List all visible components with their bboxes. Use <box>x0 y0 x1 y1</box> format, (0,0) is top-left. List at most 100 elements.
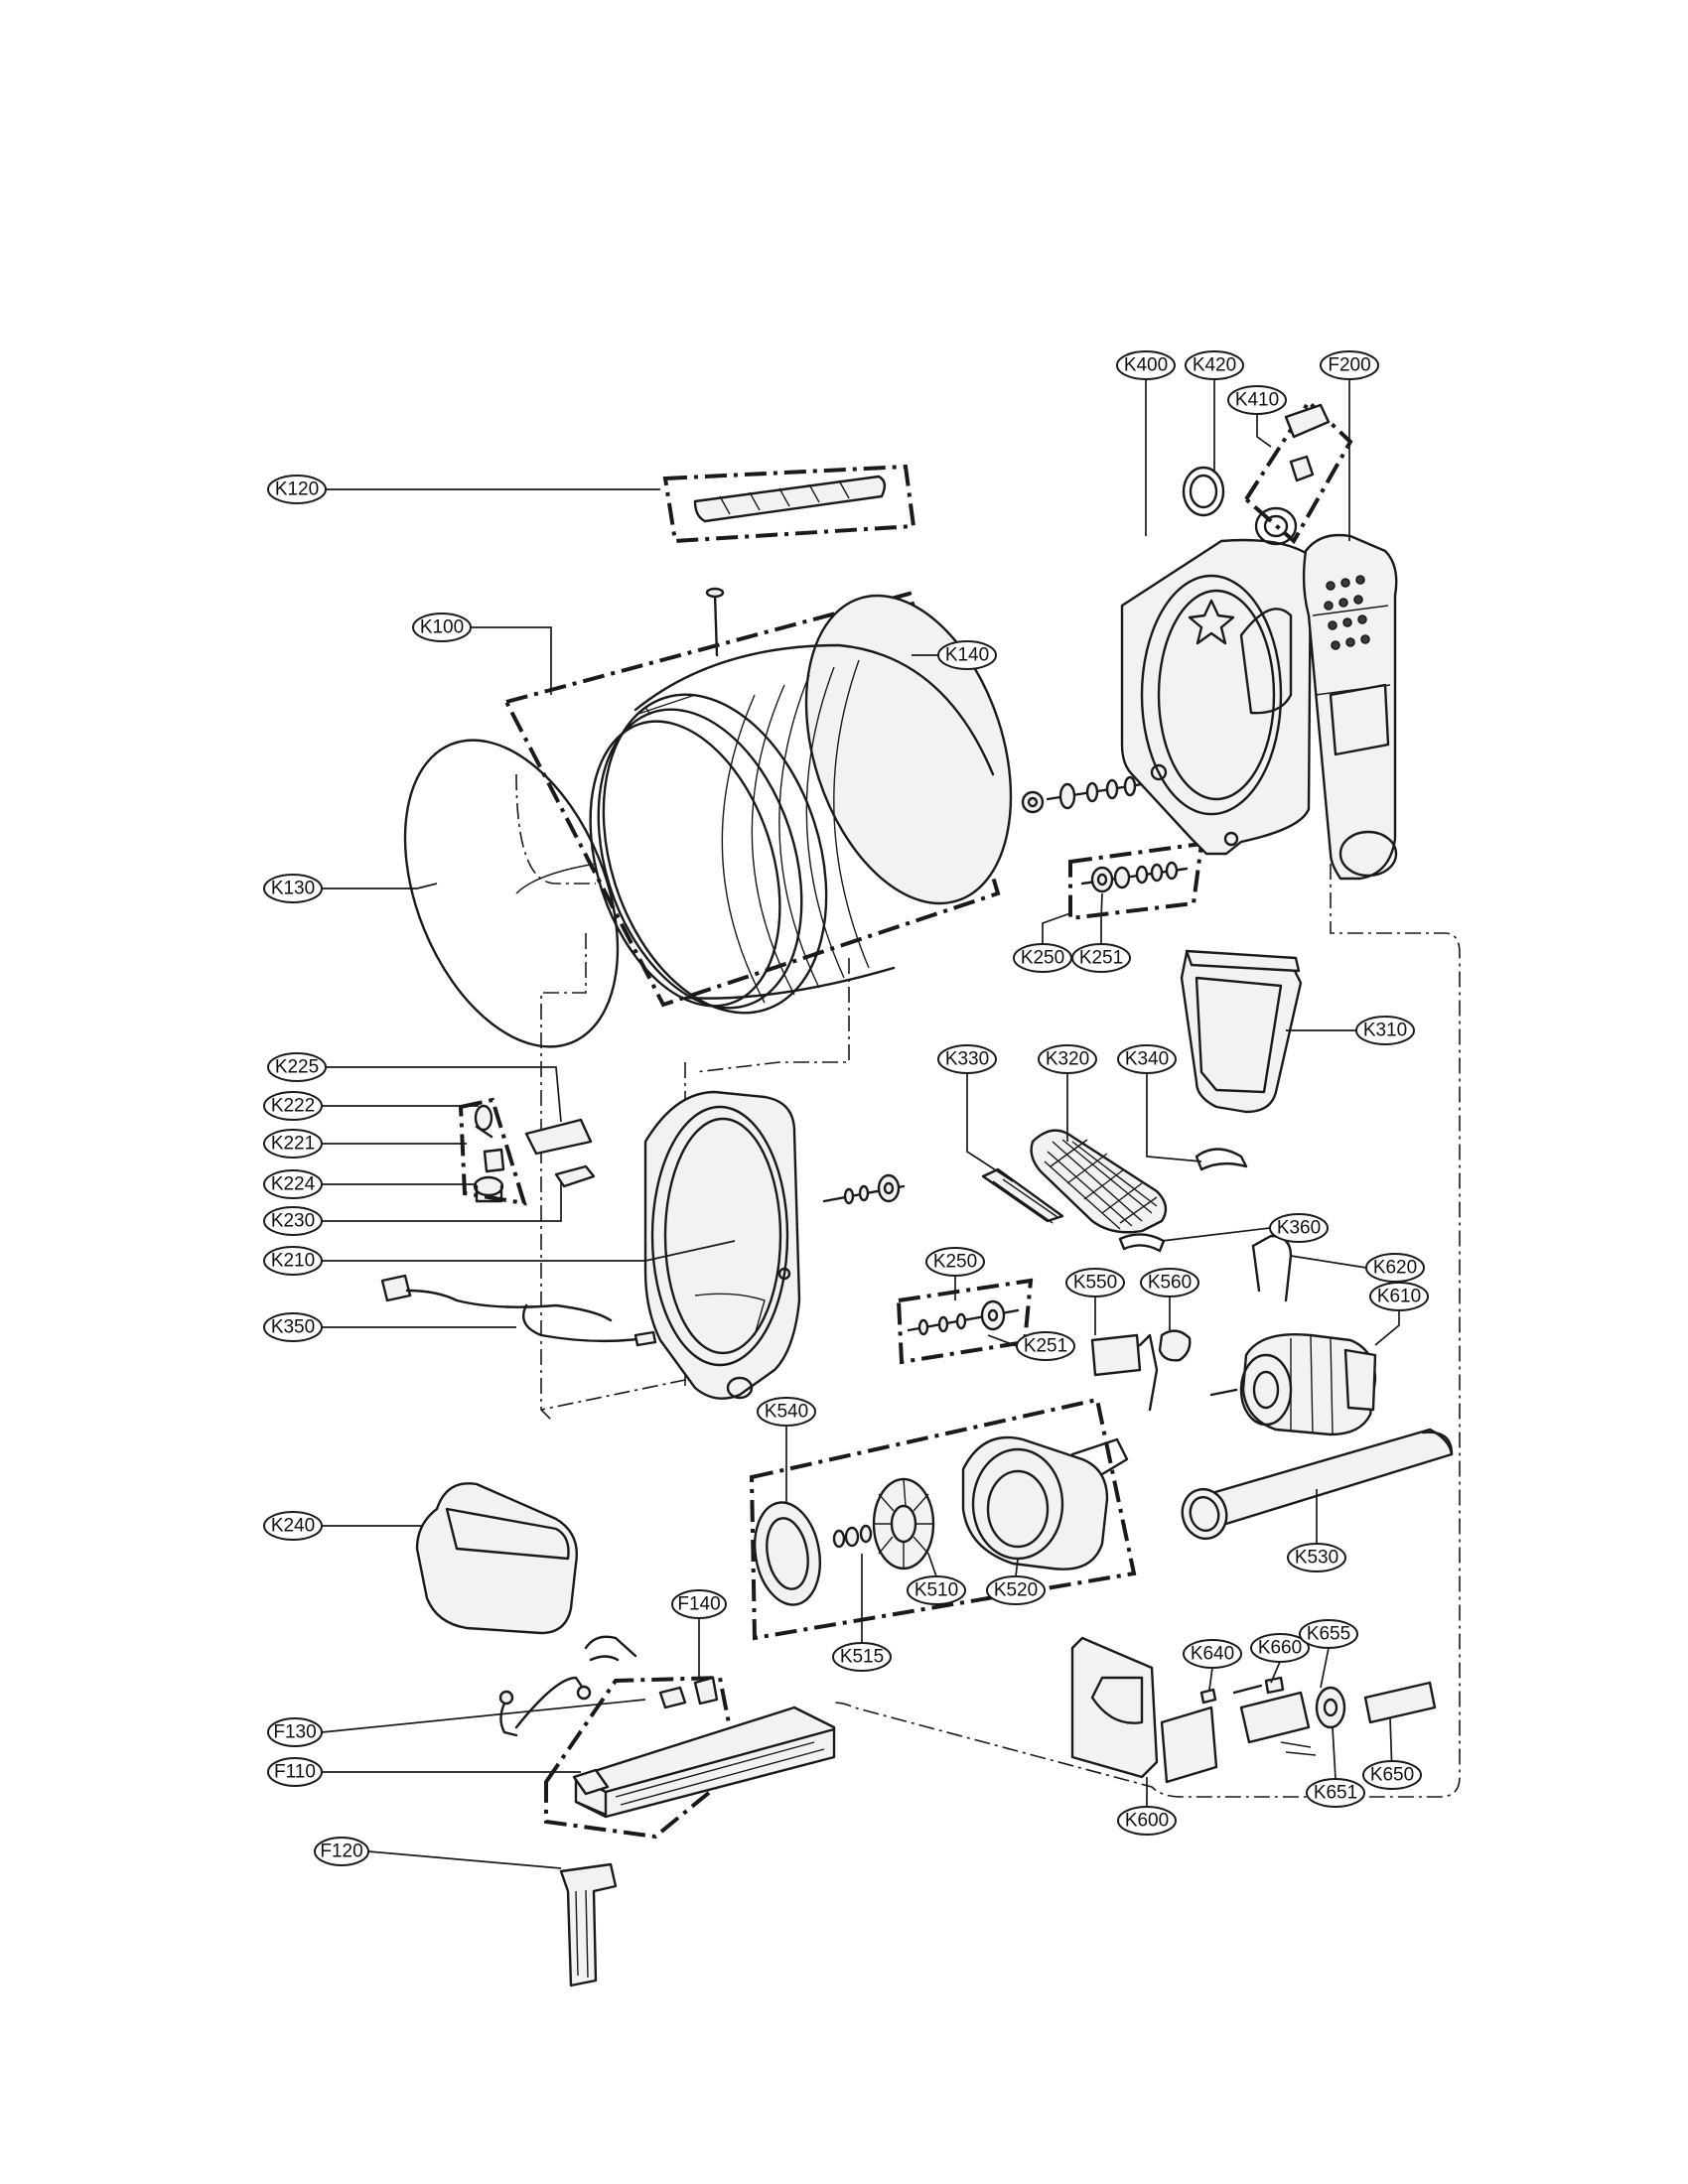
filter-guide-part <box>981 1167 1064 1224</box>
label-k210: K210 <box>263 1246 323 1276</box>
filter-gasket-part <box>1118 1233 1166 1253</box>
blower-gasket-part <box>754 1501 821 1606</box>
svg-text:K660: K660 <box>1258 1638 1302 1659</box>
label-k250-upper: K250 <box>1013 943 1072 973</box>
group-box-k221 <box>458 1097 527 1206</box>
label-k655: K655 <box>1299 1619 1358 1649</box>
group-box-k540 <box>749 1397 1137 1641</box>
svg-text:K225: K225 <box>275 1057 319 1078</box>
svg-text:K140: K140 <box>945 645 989 666</box>
svg-text:K540: K540 <box>765 1402 808 1423</box>
label-k550: K550 <box>1065 1268 1125 1297</box>
label-k410: K410 <box>1227 385 1287 415</box>
rear-shaft-hardware <box>1021 775 1144 814</box>
lamp-assembly-part <box>1254 403 1331 546</box>
heater-wires-part <box>498 1635 637 1737</box>
svg-text:K251: K251 <box>1024 1336 1067 1357</box>
svg-text:K600: K600 <box>1125 1811 1169 1832</box>
lint-filter-frame-part <box>1180 949 1303 1114</box>
svg-text:K230: K230 <box>271 1211 315 1232</box>
label-k520: K520 <box>986 1575 1046 1605</box>
svg-text:K224: K224 <box>271 1174 316 1195</box>
group-box-k100 <box>503 591 1001 1008</box>
svg-text:K650: K650 <box>1370 1765 1414 1786</box>
svg-text:K520: K520 <box>994 1580 1038 1601</box>
label-k222: K222 <box>263 1091 323 1121</box>
label-k350: K350 <box>263 1312 323 1342</box>
label-k540: K540 <box>757 1397 816 1427</box>
blower-wheel-part <box>872 1477 935 1570</box>
svg-text:F130: F130 <box>273 1722 316 1743</box>
label-k420: K420 <box>1185 350 1244 380</box>
heater-duct-part <box>1302 533 1398 881</box>
svg-text:K130: K130 <box>271 879 315 899</box>
label-k600: K600 <box>1117 1806 1177 1836</box>
screw-part <box>705 587 725 657</box>
leader-lines <box>321 373 1400 1869</box>
label-k120: K120 <box>267 475 327 504</box>
routing-lines <box>515 773 1461 1798</box>
label-k620: K620 <box>1365 1253 1425 1283</box>
label-f140: F140 <box>671 1589 727 1619</box>
label-f110: F110 <box>267 1757 323 1787</box>
label-k251-lower: K251 <box>1016 1331 1075 1361</box>
blower-washers-part <box>832 1524 873 1549</box>
svg-text:F200: F200 <box>1328 355 1370 376</box>
label-k130: K130 <box>263 874 323 903</box>
label-k225: K225 <box>267 1052 327 1082</box>
front-shaft-hardware <box>822 1173 906 1205</box>
label-k100: K100 <box>412 613 472 642</box>
svg-text:K400: K400 <box>1124 355 1168 376</box>
svg-text:K221: K221 <box>271 1134 315 1155</box>
blower-housing-part <box>961 1435 1129 1570</box>
callout-labels: K120 K100 K140 K130 K400 K420 K410 F200 … <box>263 350 1429 1866</box>
wire-harness-part <box>380 1274 657 1347</box>
shaft-kit-upper <box>1080 861 1189 893</box>
heater-housing-part <box>572 1706 836 1819</box>
thermostat-parts <box>1090 1329 1192 1412</box>
svg-text:F120: F120 <box>320 1842 362 1862</box>
label-k660: K660 <box>1250 1633 1310 1663</box>
svg-text:K620: K620 <box>1373 1258 1417 1279</box>
label-k250-lower: K250 <box>925 1247 985 1277</box>
label-k515: K515 <box>832 1642 892 1672</box>
label-f120: F120 <box>314 1837 369 1866</box>
shaft-kit-lower <box>907 1299 1020 1336</box>
svg-text:K210: K210 <box>271 1251 315 1272</box>
svg-text:K410: K410 <box>1235 390 1279 411</box>
motor-clip-part <box>1251 1234 1293 1302</box>
svg-text:K651: K651 <box>1314 1783 1357 1804</box>
svg-text:F140: F140 <box>677 1594 720 1615</box>
lamp-socket-parts <box>473 1104 596 1203</box>
group-box-k250-lower <box>896 1278 1034 1365</box>
duct-vent-holes <box>1324 575 1370 650</box>
svg-text:K655: K655 <box>1307 1624 1350 1645</box>
svg-text:K360: K360 <box>1277 1218 1321 1239</box>
label-k560: K560 <box>1140 1268 1199 1297</box>
duct-grille-part <box>693 475 887 523</box>
svg-text:K251: K251 <box>1079 948 1123 969</box>
filter-clip-part <box>1195 1148 1248 1171</box>
filter-mesh <box>1044 1139 1158 1230</box>
label-f200: F200 <box>1320 350 1379 380</box>
label-k360: K360 <box>1269 1213 1329 1243</box>
svg-text:K640: K640 <box>1191 1644 1234 1665</box>
svg-text:K222: K222 <box>271 1096 315 1117</box>
svg-text:F110: F110 <box>274 1762 316 1783</box>
motor-bracket-part <box>1070 1636 1218 1784</box>
label-k240: K240 <box>263 1511 323 1541</box>
label-f130: F130 <box>267 1717 323 1747</box>
group-box-k120 <box>662 464 916 544</box>
svg-text:K610: K610 <box>1377 1287 1421 1307</box>
label-k651: K651 <box>1306 1778 1365 1808</box>
exhaust-duct-part <box>1181 1428 1454 1541</box>
svg-text:K100: K100 <box>420 617 464 638</box>
group-box-k410 <box>1243 398 1353 545</box>
svg-text:K515: K515 <box>840 1647 884 1668</box>
label-k650: K650 <box>1362 1760 1422 1790</box>
label-k221: K221 <box>263 1129 323 1159</box>
svg-text:K330: K330 <box>945 1049 989 1070</box>
svg-text:K120: K120 <box>275 479 319 500</box>
svg-text:K340: K340 <box>1125 1049 1169 1070</box>
label-k330: K330 <box>937 1044 997 1074</box>
